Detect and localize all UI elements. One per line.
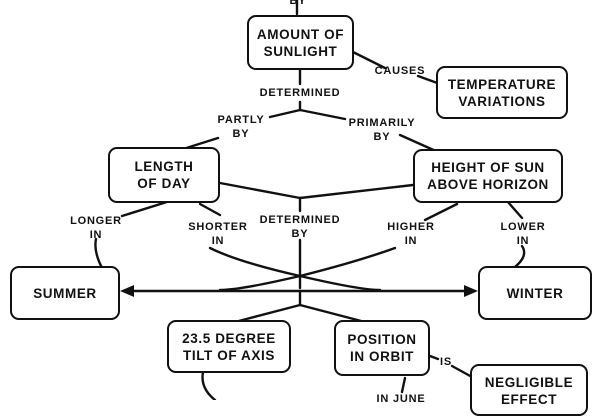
link-label-top-by: BY bbox=[289, 0, 307, 7]
link-label-shorter-in: SHORTER IN bbox=[188, 221, 248, 247]
link-label-determined: DETERMINED bbox=[259, 87, 341, 99]
node-amount-of-sunlight: AMOUNT OF SUNLIGHT bbox=[247, 15, 354, 70]
node-summer: SUMMER bbox=[10, 266, 120, 320]
link-label-partly-by: PARTLY BY bbox=[217, 114, 265, 140]
node-tilt-of-axis: 23.5 DEGREE TILT OF AXIS bbox=[167, 320, 291, 373]
node-position-in-orbit: POSITION IN ORBIT bbox=[334, 320, 430, 376]
arrow-to-summer bbox=[120, 285, 134, 297]
link-label-primarily-by: PRIMARILY BY bbox=[348, 117, 416, 143]
connector-length-longer bbox=[120, 199, 172, 218]
link-label-in-june: IN JUNE bbox=[376, 393, 426, 405]
connector-shorter-winter bbox=[208, 246, 382, 292]
connector-lines bbox=[94, 0, 526, 400]
connector-is-negligible bbox=[450, 364, 474, 379]
link-label-lower-in: LOWER IN bbox=[500, 221, 546, 247]
arrow-to-winter bbox=[464, 285, 478, 297]
node-height-of-sun: HEIGHT OF SUN ABOVE HORIZON bbox=[413, 149, 563, 203]
node-winter: WINTER bbox=[478, 266, 592, 320]
connector-tilt-bottom bbox=[201, 370, 217, 400]
connector-height-lower bbox=[506, 200, 524, 220]
connector-fork-primarily bbox=[298, 108, 347, 121]
connector-length-determined bbox=[218, 181, 302, 200]
connector-fork-partly bbox=[268, 108, 302, 119]
link-label-higher-in: HIGHER IN bbox=[387, 221, 435, 247]
connector-to-position bbox=[298, 303, 367, 324]
connector-height-higher bbox=[423, 202, 459, 222]
connector-length-shorter bbox=[198, 202, 222, 217]
connector-amount-causes bbox=[351, 50, 387, 70]
connector-position-is bbox=[428, 354, 440, 361]
node-temperature-variations: TEMPERATURE VARIATIONS bbox=[436, 66, 568, 119]
connector-higher-summer bbox=[218, 246, 397, 292]
link-label-longer-in: LONGER IN bbox=[70, 215, 122, 241]
connector-height-determined bbox=[298, 183, 415, 200]
connector-to-tilt bbox=[233, 303, 302, 324]
link-label-determined-by: DETERMINED BY bbox=[259, 214, 341, 240]
node-negligible-effect: NEGLIGIBLE EFFECT bbox=[470, 364, 588, 416]
link-label-is: IS bbox=[440, 356, 452, 368]
link-label-causes: CAUSES bbox=[374, 65, 426, 77]
node-length-of-day: LENGTH OF DAY bbox=[108, 147, 220, 203]
concept-map: AMOUNT OF SUNLIGHT TEMPERATURE VARIATION… bbox=[10, 0, 592, 416]
connector-position-injune bbox=[400, 376, 407, 394]
